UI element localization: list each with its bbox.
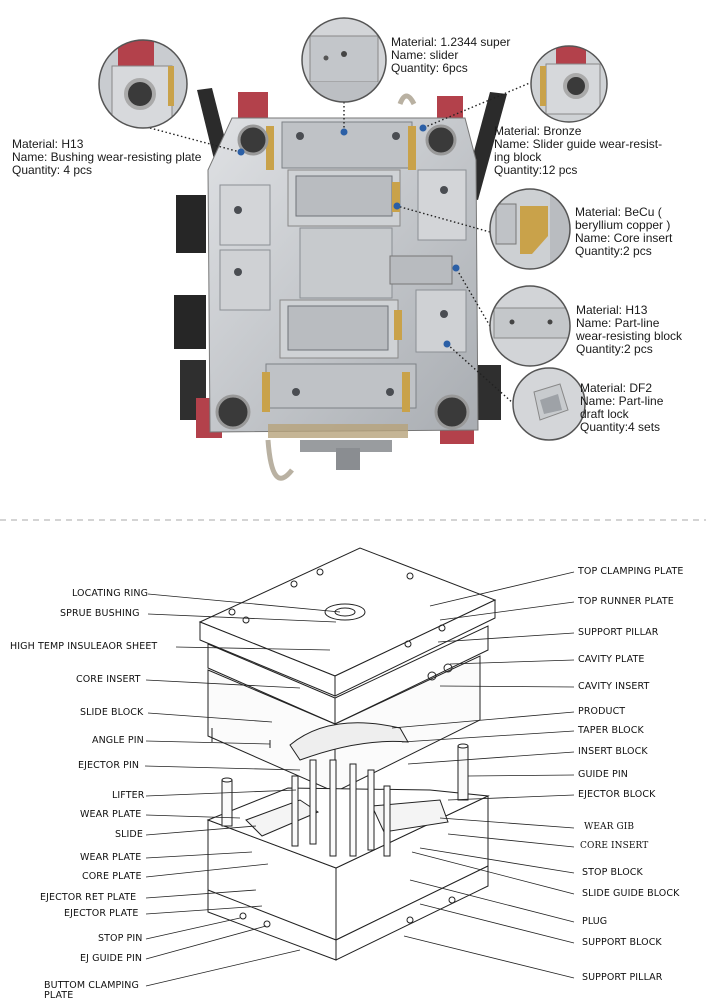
callout-part-line: Material: H13 Name: Part-line wear-resis… [576,304,682,356]
callout-line: Quantity:4 sets [580,420,661,434]
label-lifter: LIFTER [112,790,145,801]
label-wear-plate-1: WEAR PLATE [80,809,142,820]
label-slide: SLIDE [115,829,143,840]
callout-line: draft lock [580,407,629,421]
label-slide-block: SLIDE BLOCK [80,707,144,718]
callout-line: Name: Part-line [580,394,664,408]
callout-line: Material: BeCu ( [575,205,662,219]
callout-slider: Material: 1.2344 super Name: slider Quan… [391,36,510,75]
callout-line: ing block [494,150,542,164]
label-support-pillar-1: SUPPORT PILLAR [578,627,659,638]
label-core-plate: CORE PLATE [82,871,142,882]
callout-line: Quantity:2 pcs [575,244,652,258]
label-bottom-clamping: BUTTOM CLAMPING [44,980,139,991]
label-insert-block: INSERT BLOCK [578,746,648,757]
zoom-draft-lock [513,368,585,440]
callout-line: wear-resisting block [576,329,683,343]
label-leaders-right [391,571,575,979]
label-plug: PLUG [582,916,608,927]
label-support-block: SUPPORT BLOCK [582,937,662,948]
zoom-core-insert [490,189,570,269]
exploded-drawing [198,547,497,961]
label-wear-gib: WEAR GIB [584,822,635,832]
label-leaders-left [144,593,341,987]
callout-line: Name: Core insert [575,231,673,245]
zoom-slider-guide [531,46,607,122]
label-top-clamping-plate: TOP CLAMPING PLATE [578,566,684,577]
label-sprue-bushing: SPRUE BUSHING [60,608,140,619]
callout-line: Material: Bronze [494,124,582,138]
label-slide-guide-block: SLIDE GUIDE BLOCK [582,888,680,899]
label-ejector-block: EJECTOR BLOCK [578,789,656,800]
callout-line: Quantity: 6pcs [391,61,468,75]
label-top-runner-plate: TOP RUNNER PLATE [578,596,674,607]
label-locating-ring: LOCATING RING [72,588,149,599]
callout-line: Name: Slider guide wear-resist- [494,137,663,151]
label-support-pillar-2: SUPPORT PILLAR [582,972,663,983]
mold-photo [174,88,507,481]
label-core-insert-right: CORE INSERT [580,841,649,851]
label-cavity-insert: CAVITY INSERT [578,681,650,692]
label-ejector-pin: EJECTOR PIN [78,760,140,771]
callout-line: Material: H13 [12,137,84,151]
zoom-part-line [490,286,570,366]
label-stop-pin: STOP PIN [98,933,143,944]
callout-line: Quantity:12 pcs [494,163,578,177]
label-bottom-clamping-plate: PLATE [44,990,74,1001]
callout-line: Name: Bushing wear-resisting plate [12,150,202,164]
callout-line: Quantity: 4 pcs [12,163,93,177]
callout-line: Material: H13 [576,303,648,317]
callout-slider-guide: Material: Bronze Name: Slider guide wear… [494,125,662,177]
callout-line: Name: slider [391,48,459,62]
label-cavity-plate: CAVITY PLATE [578,654,645,665]
callout-draft-lock: Material: DF2 Name: Part-line draft lock… [580,382,663,434]
callout-line: Quantity:2 pcs [576,342,653,356]
callout-leaders [149,81,533,405]
label-ejector-plate: EJECTOR PLATE [64,908,139,919]
zoom-bushing [99,40,187,128]
callout-line: Material: DF2 [580,381,653,395]
label-guide-pin: GUIDE PIN [578,769,628,780]
label-core-insert-left: CORE INSERT [76,674,141,685]
label-ejector-ret-plate: EJECTOR RET PLATE [40,892,137,903]
callout-bushing: Material: H13 Name: Bushing wear-resisti… [12,138,201,177]
label-product: PRODUCT [578,706,626,717]
label-ej-guide-pin: EJ GUIDE PIN [80,953,143,964]
label-insulator-sheet: HIGH TEMP INSULEAOR SHEET [10,641,158,652]
callout-line: beryllium copper ) [575,218,671,232]
callout-line: Material: 1.2344 super [391,35,511,49]
callout-core-insert: Material: BeCu ( beryllium copper ) Name… [575,206,672,258]
callout-line: Name: Part-line [576,316,660,330]
leader-dots [237,124,460,348]
label-wear-plate-2: WEAR PLATE [80,852,142,863]
zoom-slider [302,18,386,102]
label-stop-block: STOP BLOCK [582,867,643,878]
label-angle-pin: ANGLE PIN [92,735,144,746]
label-taper-block: TAPER BLOCK [578,725,644,736]
